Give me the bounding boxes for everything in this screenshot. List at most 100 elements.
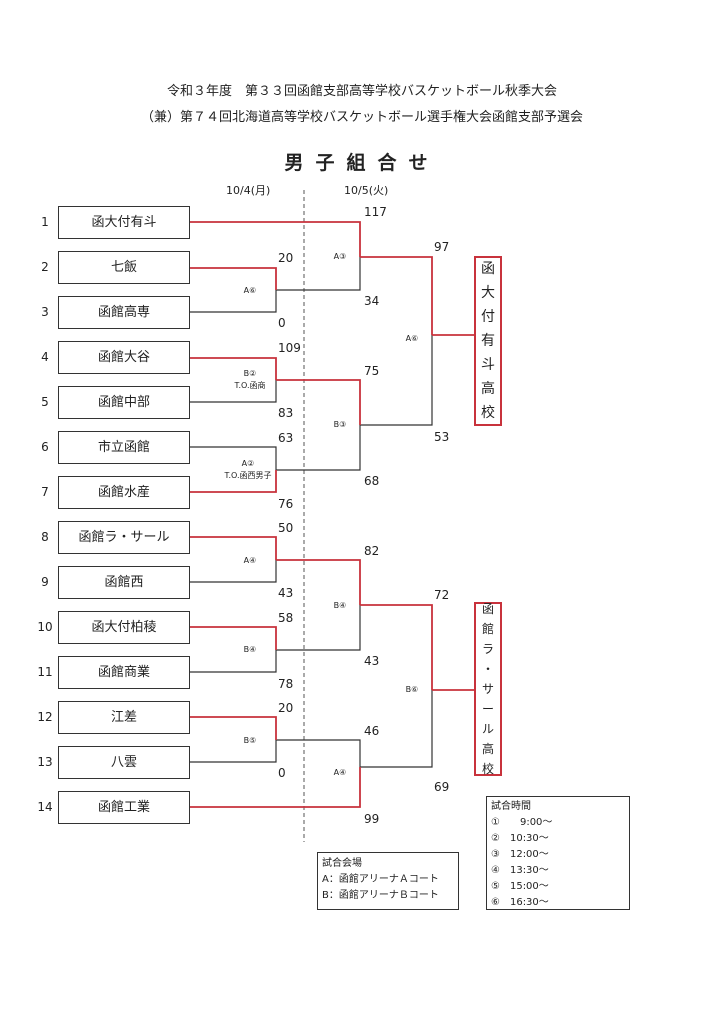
seed-number: 5 — [41, 395, 49, 409]
team-box: 函館大谷 — [58, 341, 190, 374]
match-label: A④ — [333, 768, 347, 777]
seed-number: 11 — [37, 665, 53, 679]
time-row: ⑤ 15:00～ — [491, 881, 549, 892]
seed-number: 8 — [41, 530, 49, 544]
winner-box-2: 函 館 ラ ・ サ ー ル 高 校 — [474, 602, 502, 776]
score: 63 — [278, 431, 294, 445]
score: 0 — [278, 766, 286, 780]
team-box: 函館ラ・サール — [58, 521, 190, 554]
match-label: B② — [243, 369, 257, 378]
seed-number: 12 — [37, 710, 53, 724]
match-label: A④ — [243, 556, 257, 565]
winner-char: 有 — [481, 333, 495, 349]
time-row: ① 9:00～ — [491, 817, 553, 828]
time-title: 試合時間 — [491, 801, 531, 812]
winner-char: 館 — [481, 622, 494, 636]
match-label: B④ — [243, 645, 257, 654]
seed-number: 10 — [37, 620, 53, 634]
score: 58 — [278, 611, 294, 625]
match-label: B⑥ — [405, 685, 419, 694]
winner-char: 高 — [481, 381, 495, 397]
winner-box-1: 函 大 付 有 斗 高 校 — [474, 256, 502, 426]
time-row: ④ 13:30～ — [491, 865, 549, 876]
team-box: 函館工業 — [58, 791, 190, 824]
seed-number: 6 — [41, 440, 49, 454]
seed-number: 14 — [37, 800, 53, 814]
team-box: 函館水産 — [58, 476, 190, 509]
winner-char: 函 — [481, 261, 495, 277]
score: 20 — [278, 701, 294, 715]
venue-b: B：函館アリーナＢコート — [322, 890, 439, 901]
score: 83 — [278, 406, 294, 420]
score: 53 — [434, 430, 450, 444]
team-box: 八雲 — [58, 746, 190, 779]
match-label: A⑥ — [243, 286, 257, 295]
match-label: A② — [241, 459, 255, 468]
score: 0 — [278, 316, 286, 330]
bracket-red — [190, 221, 474, 808]
team-box: 函館商業 — [58, 656, 190, 689]
seed-number: 4 — [41, 350, 49, 364]
team-box: 市立函館 — [58, 431, 190, 464]
team-box: 函大付有斗 — [58, 206, 190, 239]
match-label: A③ — [333, 252, 347, 261]
score: 68 — [364, 474, 380, 488]
score: 76 — [278, 497, 294, 511]
winner-char: 付 — [481, 309, 495, 325]
winner-char: 校 — [481, 762, 494, 776]
score: 75 — [364, 364, 380, 378]
team-box: 函大付柏稜 — [58, 611, 190, 644]
seed-number: 7 — [41, 485, 49, 499]
score: 50 — [278, 521, 294, 535]
day1-date: 10/4(月) — [226, 184, 271, 197]
score: 34 — [364, 294, 380, 308]
referee-note: T.O.函西男子 — [224, 471, 272, 480]
team-box: 七飯 — [58, 251, 190, 284]
score: 117 — [364, 205, 387, 219]
score: 78 — [278, 677, 294, 691]
team-box: 江差 — [58, 701, 190, 734]
time-row: ⑥ 16:30～ — [491, 897, 549, 908]
day2-date: 10/5(火) — [344, 184, 389, 197]
winner-char: ・ — [481, 662, 494, 676]
winner-char: 函 — [481, 602, 494, 616]
score: 43 — [278, 586, 294, 600]
match-label: A⑥ — [405, 334, 419, 343]
team-box: 函館中部 — [58, 386, 190, 419]
referee-note: T.O.函商 — [234, 381, 266, 390]
team-box: 函館西 — [58, 566, 190, 599]
match-label: B③ — [333, 420, 347, 429]
score: 99 — [364, 812, 380, 826]
time-row: ② 10:30～ — [491, 833, 549, 844]
venue-legend: 試合会場 A：函館アリーナＡコート B：函館アリーナＢコート — [317, 852, 459, 910]
seed-number: 2 — [41, 260, 49, 274]
seed-number: 3 — [41, 305, 49, 319]
winner-char: ル — [481, 722, 494, 736]
winner-char: 高 — [481, 742, 494, 756]
winner-char: ー — [481, 702, 494, 716]
page-title: 男子組合せ — [284, 152, 440, 174]
seed-number: 13 — [37, 755, 53, 769]
score: 43 — [364, 654, 380, 668]
score: 46 — [364, 724, 380, 738]
match-label: B④ — [333, 601, 347, 610]
score: 20 — [278, 251, 294, 265]
score: 69 — [434, 780, 450, 794]
venue-a: A：函館アリーナＡコート — [322, 874, 439, 885]
time-row: ③ 12:00～ — [491, 849, 549, 860]
header-line-1: 令和３年度 第３３回函館支部高等学校バスケットボール秋季大会 — [166, 84, 557, 99]
team-box: 函館高専 — [58, 296, 190, 329]
winner-char: サ — [481, 682, 494, 696]
score: 72 — [434, 588, 450, 602]
header-line-2: （兼）第７４回北海道高等学校バスケットボール選手権大会函館支部予選会 — [140, 110, 583, 125]
seed-number: 1 — [41, 215, 49, 229]
bracket-black — [190, 257, 433, 768]
winner-char: ラ — [481, 642, 494, 656]
score: 97 — [434, 240, 450, 254]
match-label: B⑤ — [243, 736, 257, 745]
score: 109 — [278, 341, 301, 355]
seed-number: 9 — [41, 575, 49, 589]
winner-char: 大 — [481, 285, 495, 301]
venue-title: 試合会場 — [322, 858, 362, 869]
